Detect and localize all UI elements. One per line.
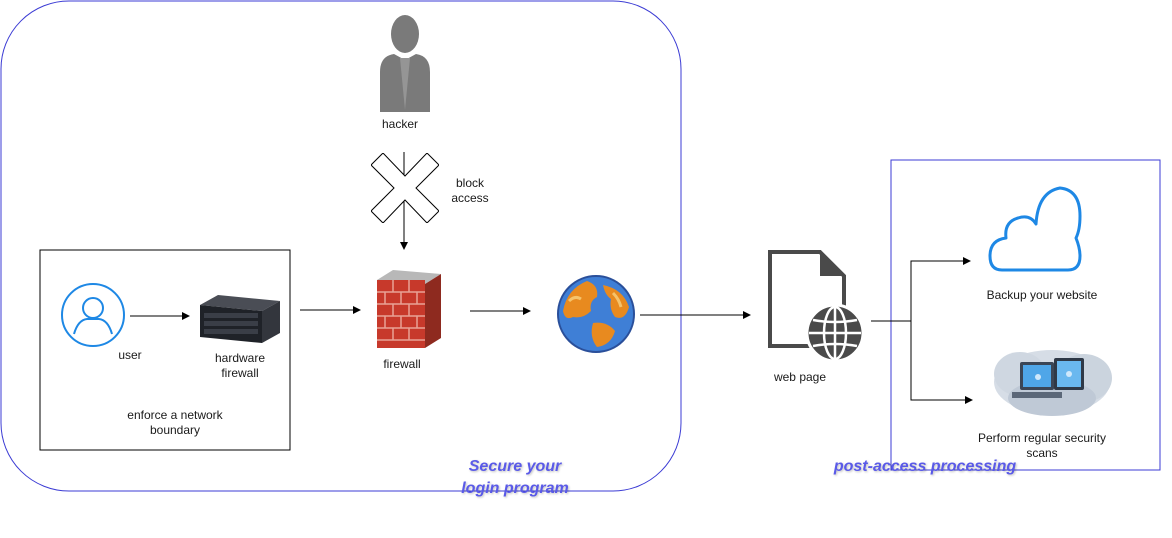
scan-label-line2: scans xyxy=(1026,446,1058,460)
boundary-line1: enforce a network xyxy=(127,408,223,422)
block-x-icon xyxy=(371,153,439,223)
block-label-line1: block xyxy=(455,176,484,190)
block-access-label: block access xyxy=(440,176,500,206)
web-page-label: web page xyxy=(773,370,827,384)
edge-webpage-to-scan xyxy=(910,321,973,404)
globe-icon xyxy=(554,272,638,356)
edge-webpage-split xyxy=(871,257,971,322)
security-scan-icon xyxy=(994,350,1112,416)
brick-firewall-icon xyxy=(377,270,441,348)
block-label-line2: access xyxy=(451,191,489,205)
hacker-label: hacker xyxy=(381,117,419,131)
hacker-silhouette-icon xyxy=(380,15,430,112)
hardware-firewall-label: hardware firewall xyxy=(200,351,280,381)
firewall-label: firewall xyxy=(383,357,421,371)
web-page-icon xyxy=(768,250,864,363)
secure-title-line2: login program xyxy=(461,480,569,497)
hw-firewall-line1: hardware xyxy=(214,351,266,365)
boundary-line2: boundary xyxy=(149,423,201,437)
hardware-firewall-icon xyxy=(200,295,280,343)
user-label: user xyxy=(118,348,142,362)
user-icon xyxy=(61,283,125,347)
post-access-group xyxy=(890,159,1161,471)
network-boundary-label: enforce a network boundary xyxy=(100,408,250,438)
secure-login-group-title: Secure your login program xyxy=(430,456,600,500)
secure-title-line1: Secure your xyxy=(468,458,562,475)
post-access-group-title: post-access processing xyxy=(833,458,1017,475)
hw-firewall-line2: firewall xyxy=(221,366,259,380)
network-boundary-box xyxy=(39,249,291,451)
cloud-icon xyxy=(988,186,1082,272)
scan-label-line1: Perform regular security xyxy=(977,431,1107,445)
secure-login-group xyxy=(0,0,682,492)
security-scan-label: Perform regular security scans xyxy=(966,431,1118,461)
backup-label: Backup your website xyxy=(986,288,1098,302)
